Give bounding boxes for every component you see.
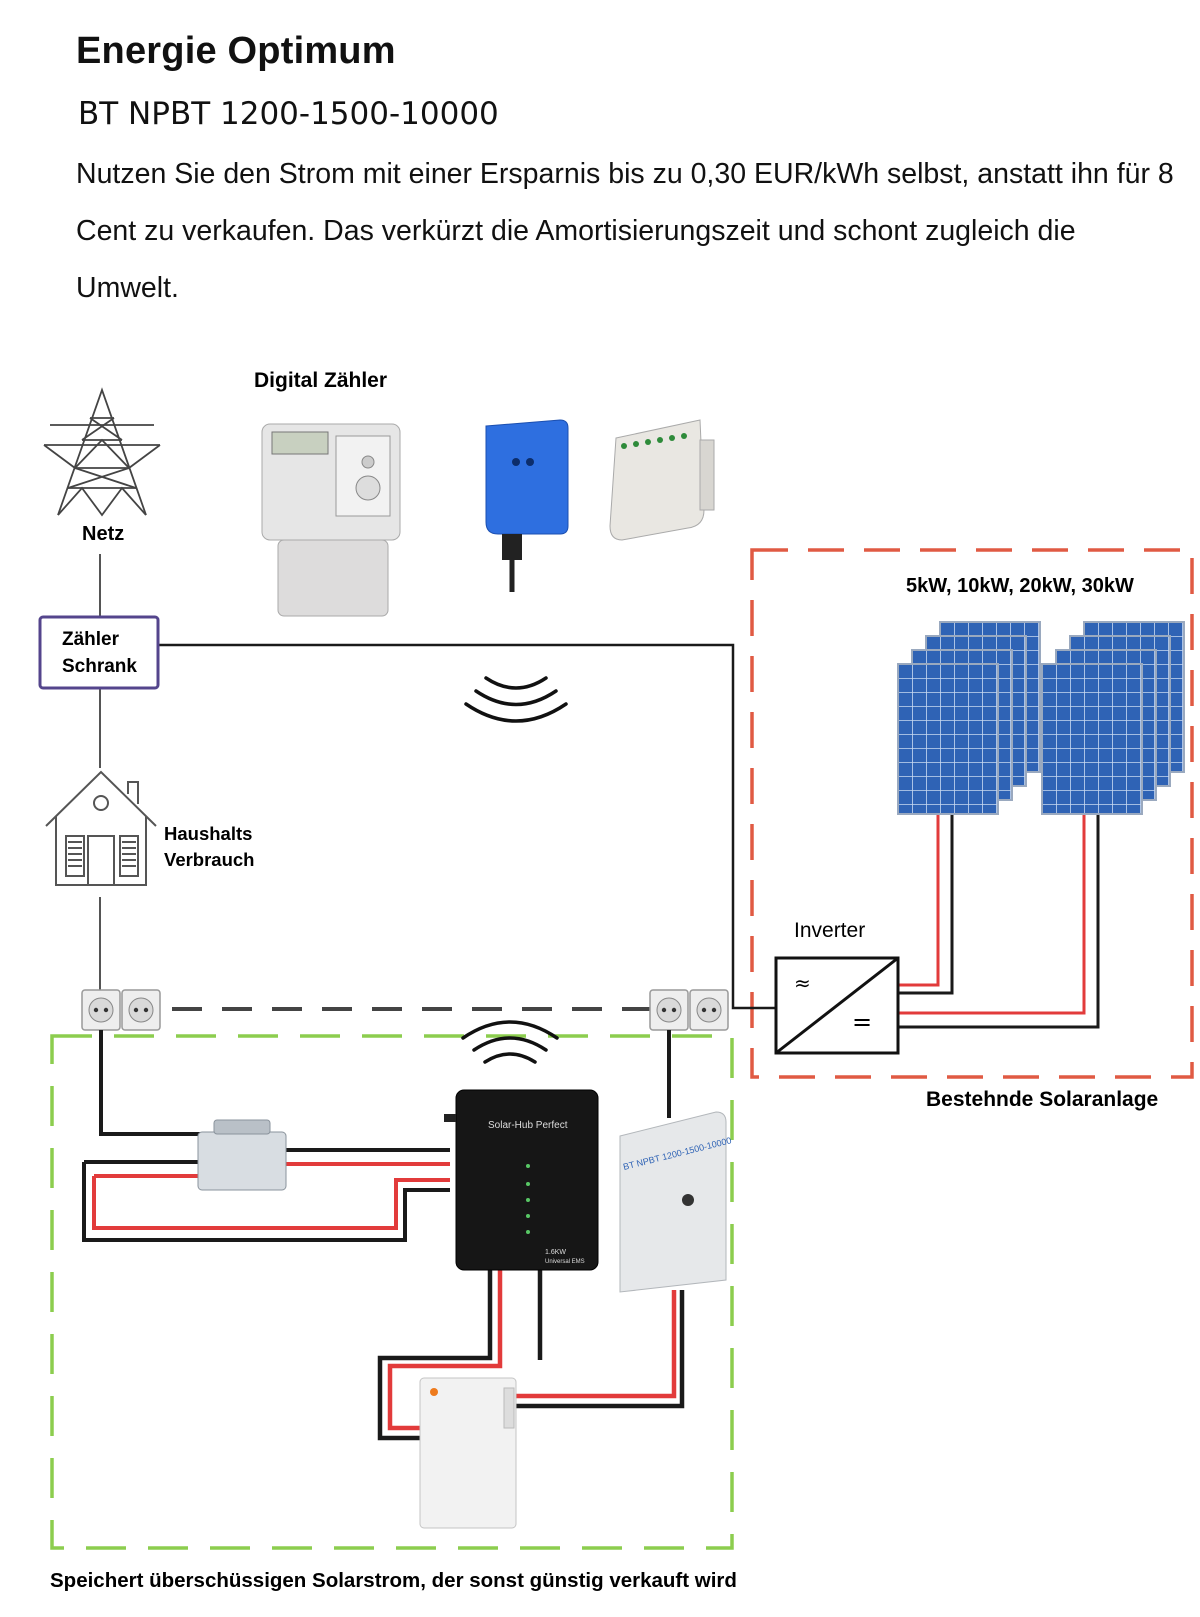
- page-title: Energie Optimum: [76, 30, 396, 72]
- grid-label: Netz: [82, 523, 124, 545]
- household-label-2: Verbrauch: [164, 849, 255, 870]
- micro-inverter-icon: [197, 1119, 287, 1191]
- intro-text: Nutzen Sie den Strom mit einer Ersparnis…: [76, 158, 1174, 304]
- socket-left-icon: [81, 989, 161, 1031]
- svg-text:≈: ≈: [794, 971, 811, 995]
- storage-caption: Speichert überschüssigen Solarstrom, der…: [50, 1569, 737, 1592]
- solar-hub-device: Solar-Hub Perfect 1.6KW Universal EMS: [444, 1089, 599, 1271]
- meter-cabinet-label-2: Schrank: [62, 656, 137, 677]
- solar-power-options: 5kW, 10kW, 20kW, 30kW: [906, 575, 1134, 597]
- hub-ems-text: Universal EMS: [545, 1259, 585, 1265]
- battery-storage-device: [419, 1377, 517, 1529]
- smart-meter-reader-icon: [485, 419, 569, 592]
- din-rail-meter-icon: [609, 419, 715, 541]
- inverter-label: Inverter: [794, 919, 865, 942]
- meter-cabinet-label-1: Zähler: [62, 629, 120, 650]
- existing-system-label: Bestehnde Solaranlage: [926, 1088, 1158, 1111]
- power-pylon-icon: [43, 387, 161, 517]
- product-model: BT NPBT 1200-1500-10000: [78, 96, 499, 132]
- storage-area-border: [50, 1034, 734, 1550]
- meter-cabinet: [38, 615, 160, 690]
- existing-solar-border: [750, 548, 1194, 1079]
- hub-wifi-icon: [461, 1020, 559, 1064]
- svg-text:=: =: [852, 1008, 872, 1036]
- digital-meter-label: Digital Zähler: [254, 369, 387, 392]
- house-icon: [45, 770, 157, 886]
- socket-right-icon: [649, 989, 729, 1031]
- hub-brand-text: Solar-Hub Perfect: [488, 1120, 568, 1131]
- solar-panel-array-left: [897, 621, 1041, 815]
- household-label-1: Haushalts: [164, 823, 252, 844]
- ems-control-box: BT NPBT 1200-1500-10000: [619, 1111, 732, 1293]
- digital-meter-icon: [261, 423, 401, 617]
- solar-panel-array-right: [1041, 621, 1185, 815]
- hub-power-text: 1.6KW: [545, 1249, 566, 1256]
- inverter-icon: ≈ =: [774, 956, 900, 1055]
- wireless-signal-icon: [464, 676, 568, 723]
